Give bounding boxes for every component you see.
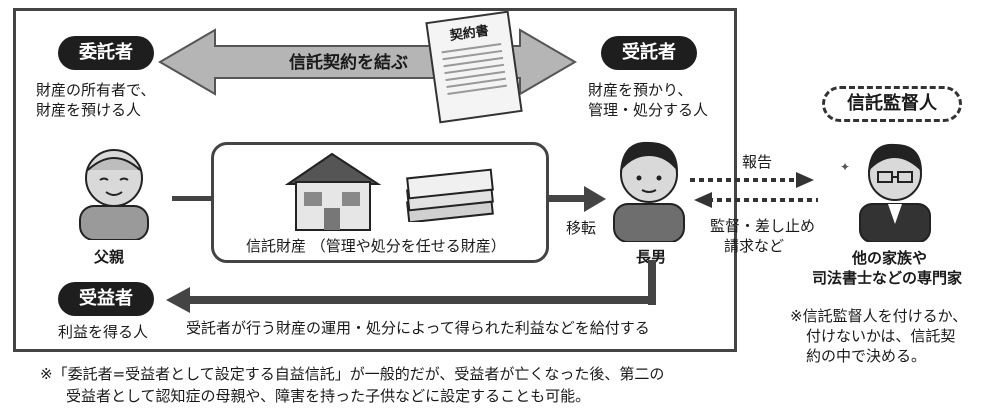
trustee-badge: 受託者 [601, 36, 697, 70]
supervise-label-line1: 監督・差し止め [710, 217, 816, 235]
supervisor-note-line2: 付けないかは、信託契 [806, 327, 956, 345]
footnote-line1: ※「委託者=受益者として設定する自益信託」が一般的だが、受益者が亡くなった後、第… [40, 365, 665, 383]
cash-stack-icon [406, 168, 494, 222]
father-avatar [79, 149, 149, 240]
supervisor-note-line1: ※信託監督人を付けるか、 [790, 307, 968, 325]
supervisor-badge: 信託監督人 [822, 86, 962, 122]
supervisor-note-line3: 約の中で決める。 [806, 347, 927, 365]
settlor-badge: 委託者 [58, 36, 154, 70]
settlor-desc-line2: 財産を預ける人 [36, 101, 142, 119]
benefit-arrow [166, 287, 656, 313]
report-label: 報告 [742, 153, 773, 171]
footnote-line2: 受益者として認知症の母親や、障害を持った子供などに設定することも可能。 [66, 387, 591, 405]
transfer-label: 移転 [566, 219, 597, 237]
trustee-desc-line2: 管理・処分する人 [588, 101, 709, 119]
report-supervise-arrows [690, 172, 818, 208]
supervisor-who-line2: 司法書士などの専門家 [812, 269, 963, 287]
supervise-label-line2: 請求など [724, 237, 785, 255]
benefit-flow-label: 受託者が行う財産の運用・処分によって得られた利益などを給付する [186, 319, 650, 337]
house-icon [284, 152, 382, 231]
transfer-line-left [172, 196, 212, 201]
contract-arrow-label: 信託契約を結ぶ [289, 53, 408, 73]
beneficiary-badge: 受益者 [58, 282, 154, 316]
son-avatar [613, 141, 685, 242]
trustee-desc-line1: 財産を預かり、 [588, 81, 693, 99]
trust-property-box [211, 142, 549, 263]
sparkle-icon: ✦ [840, 160, 851, 174]
son-label: 長男 [636, 248, 667, 266]
father-label: 父親 [94, 248, 125, 266]
contract-document-icon: 契約書 [425, 10, 523, 124]
trust-property-label: 信託財産 （管理や処分を任せる財産） [246, 237, 506, 255]
benefit-line-down [648, 260, 656, 305]
beneficiary-desc: 利益を得る人 [58, 323, 149, 341]
transfer-arrow [548, 186, 606, 212]
settlor-desc-line1: 財産の所有者で、 [36, 81, 156, 99]
supervisor-avatar [859, 143, 931, 242]
contract-document-title: 契約書 [448, 23, 490, 44]
supervisor-who-line1: 他の家族や [852, 249, 928, 267]
